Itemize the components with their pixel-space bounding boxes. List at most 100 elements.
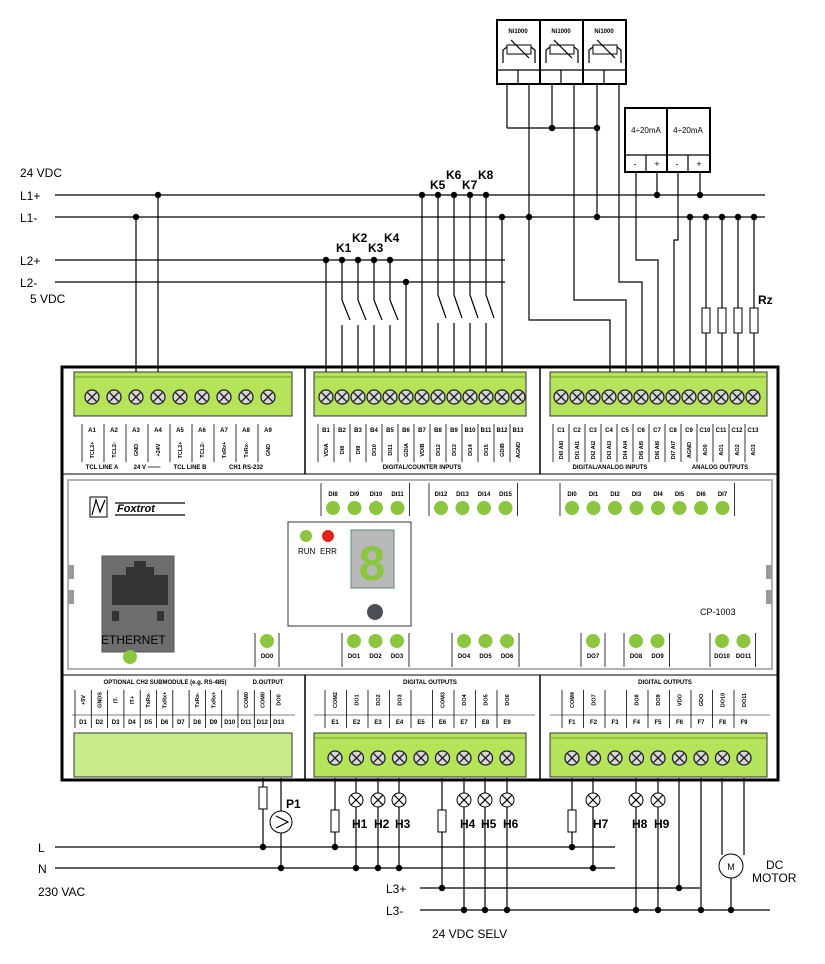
signal-label: TCL2+ [90, 442, 96, 459]
junction-dot [568, 843, 576, 851]
signal-label: DI13 [452, 444, 458, 456]
lamp-label: H1 [352, 817, 368, 831]
junction-dot [460, 906, 468, 914]
junction-dot [727, 906, 735, 914]
lamp-icon [479, 794, 491, 806]
status-led [629, 501, 644, 515]
lamp-label: H6 [503, 817, 519, 831]
screw-slot [109, 392, 119, 402]
supply-label: 24 VDC SELV [432, 927, 507, 941]
terminal-id: D13 [273, 720, 285, 726]
lamp-icon [652, 794, 664, 806]
terminal-id: D10 [224, 720, 236, 726]
thermistor-icon [502, 46, 508, 63]
signal-label: DO0 [277, 694, 283, 705]
rail-label: L1+ [20, 189, 40, 203]
terminal-id: A8 [242, 428, 250, 434]
ethernet-jack-icon [112, 561, 168, 605]
screw-slot [131, 392, 141, 402]
terminal-id: C4 [605, 428, 613, 434]
screw-slot [588, 753, 599, 763]
signal-label: DI6 AI6 [655, 441, 661, 459]
status-led [650, 634, 665, 648]
signal-label: COM0 [260, 692, 266, 708]
terminal-id: C1 [557, 428, 565, 434]
group-label: DIGITAL OUTPUTS [403, 680, 457, 686]
lamp-icon [587, 794, 599, 806]
signal-label: VDIA [324, 443, 330, 456]
screw-slot [481, 392, 491, 402]
led-label: DO2 [369, 654, 382, 660]
signal-label: TxRx- [244, 442, 250, 457]
junction-dot [675, 884, 683, 892]
status-led [608, 501, 622, 515]
terminal-id: C9 [685, 428, 693, 434]
group-label: DIGITAL/ANALOG INPUTS [573, 465, 648, 471]
signal-label: VDIB [420, 443, 426, 456]
status-led [347, 634, 361, 648]
group-label: CH1 RS-232 [229, 465, 264, 471]
signal-label: AO3 [751, 444, 757, 455]
terminal-id: D2 [95, 720, 103, 726]
latch [766, 590, 772, 604]
led-label: DI9 [350, 492, 360, 498]
screw-slot [739, 753, 749, 763]
fuse [437, 809, 447, 833]
led-label: DI13 [456, 492, 469, 498]
relay-label: K5 [430, 178, 446, 192]
resistor-rz [701, 307, 711, 334]
signal-label: IT+ [130, 696, 136, 704]
led-label: DI2 [610, 492, 620, 498]
signal-label: DI4 AI4 [623, 440, 629, 459]
fuse [330, 809, 340, 833]
model-label: CP-1003 [700, 607, 736, 617]
terminal-id: B8 [434, 428, 442, 434]
terminal-id: E3 [374, 720, 382, 726]
thermistor-arrow [510, 39, 530, 59]
jack-pin [157, 611, 164, 621]
group-label: DIGITAL/COUNTER INPUTS [383, 465, 462, 471]
pin-label: - [634, 159, 637, 169]
status-led [368, 634, 383, 648]
signal-label: TxRx+ [211, 692, 217, 709]
junction-dot [132, 213, 140, 221]
led-label: DI14 [478, 492, 491, 498]
status-led [455, 501, 470, 515]
signal-label: +24V [156, 443, 162, 456]
terminal-id: A4 [154, 428, 162, 434]
junction-dot [498, 213, 506, 221]
thermistor-arrow [596, 39, 616, 59]
terminal-id: E7 [460, 720, 468, 726]
screw-slot [87, 392, 97, 402]
screw-slot [572, 392, 582, 402]
screw-slot [433, 392, 443, 402]
terminal-id: F9 [740, 720, 748, 726]
resistor-rz [717, 307, 727, 334]
signal-label: TxRx+ [222, 442, 228, 459]
status-led [326, 501, 340, 515]
rail-label: L1- [20, 211, 37, 225]
screw-slot [567, 753, 577, 763]
screw-slot [330, 753, 340, 763]
supply-label: 24 VDC [20, 166, 62, 180]
err-label: ERR [320, 547, 337, 556]
signal-label: VDO [678, 693, 684, 706]
screw-slot [748, 392, 758, 402]
lamp-label: H9 [654, 817, 670, 831]
group-label: 24 V ═══ [134, 465, 162, 471]
signal-label: DO6 [505, 694, 511, 705]
terminal-id: B1 [322, 428, 330, 434]
relay-contact [389, 299, 399, 321]
terminal-id: A6 [198, 428, 206, 434]
terminal-id: B6 [402, 428, 410, 434]
mode-button[interactable] [367, 604, 383, 620]
latch [68, 565, 74, 579]
lamp-icon [458, 794, 470, 806]
terminal-id: E8 [482, 720, 490, 726]
lamp-icon [350, 794, 362, 806]
led-label: DI12 [435, 492, 448, 498]
relay-label: K7 [462, 178, 478, 192]
motor-symbol: M [727, 862, 735, 872]
signal-label: DI7 AI7 [671, 441, 677, 459]
terminal-id: F1 [568, 720, 576, 726]
